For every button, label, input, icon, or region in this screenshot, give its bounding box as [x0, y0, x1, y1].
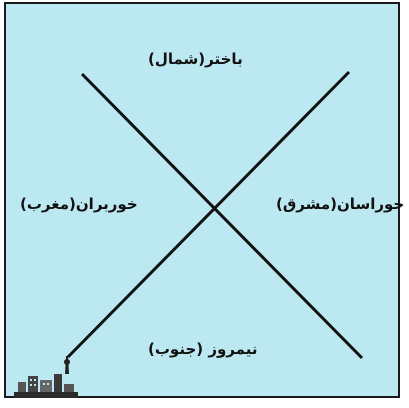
south-label: نیمروز (جنوب)	[148, 342, 257, 357]
diagonal-line-nw-se	[82, 74, 362, 358]
city-skyline-logo-icon	[10, 352, 82, 400]
west-label: خوربران(مغرب)	[20, 197, 138, 212]
diagonal-line-ne-sw	[68, 72, 349, 357]
east-label: خوراسان(مشرق)	[276, 197, 404, 212]
north-label: باختر(شمال)	[148, 52, 243, 67]
